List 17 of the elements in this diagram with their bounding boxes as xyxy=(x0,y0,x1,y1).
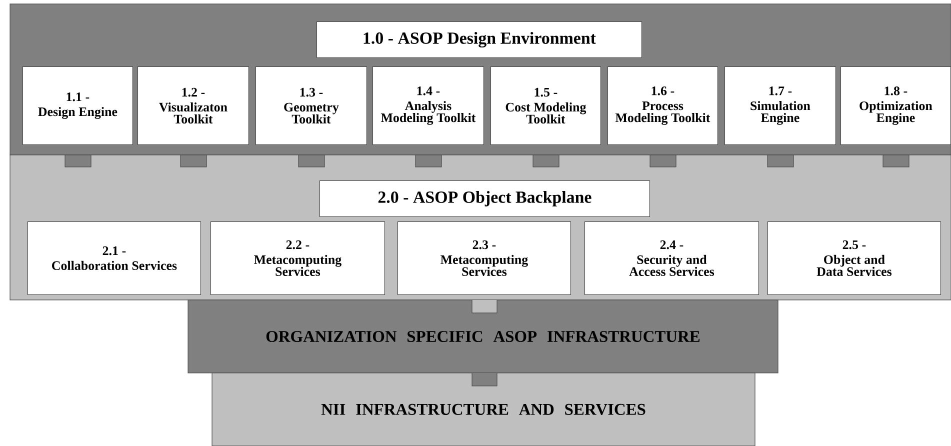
module-box: 1.6 - Process Modeling Toolkit xyxy=(607,66,718,145)
module-box: 2.3 - Metacomputing Services xyxy=(397,221,571,295)
title-box: 2.0 - ASOP Object Backplane xyxy=(319,180,650,217)
module-box: 1.8 - Optimization Engine xyxy=(840,66,951,145)
layer-band: ORGANIZATION SPECIFIC ASOP INFRASTRUCTURE xyxy=(188,300,778,374)
layer-band: NII INFRASTRUCTURE AND SERVICES xyxy=(212,372,756,446)
module-box: 2.4 - Security and Access Services xyxy=(584,221,759,295)
module-box: 1.7 - Simulation Engine xyxy=(724,66,836,145)
module-box: 2.1 - Collaboration Services xyxy=(27,221,202,295)
title-box: 1.0 - ASOP Design Environment xyxy=(316,21,642,58)
module-box: 1.4 - Analysis Modeling Toolkit xyxy=(372,66,484,145)
module-box: 1.5 - Cost Modeling Toolkit xyxy=(490,66,601,145)
module-box: 1.3 - Geometry Toolkit xyxy=(255,66,368,145)
module-box: 1.1 - Design Engine xyxy=(22,66,134,145)
module-box: 2.5 - Object and Data Services xyxy=(767,221,942,295)
module-box: 1.2 - Visualizaton Toolkit xyxy=(137,66,250,145)
module-box: 2.2 - Metacomputing Services xyxy=(210,221,386,295)
